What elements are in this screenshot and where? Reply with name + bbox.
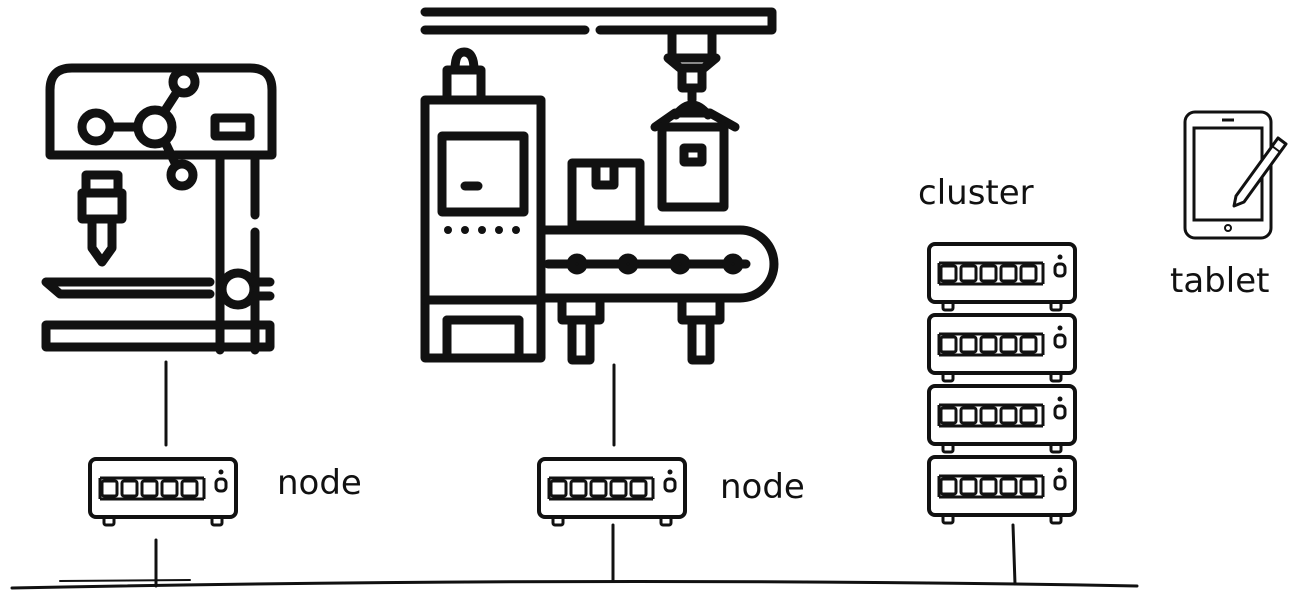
cluster-server-icon <box>929 386 1075 452</box>
server-node-left-icon <box>90 459 236 525</box>
node-left-label: node <box>277 463 362 503</box>
cluster-server-icon <box>929 457 1075 523</box>
conveyor-assembly-line-icon <box>425 12 774 360</box>
drill-press-icon <box>46 68 272 350</box>
servers-group <box>90 244 1075 525</box>
cluster-server-icon <box>929 244 1075 310</box>
tablet-label: tablet <box>1170 261 1269 301</box>
cluster-to-bus-link <box>1013 525 1015 584</box>
server-node-middle-icon <box>539 459 685 525</box>
cluster-server-icon <box>929 315 1075 381</box>
node-middle-label: node <box>720 467 805 507</box>
tablet-with-stylus-icon <box>1185 112 1286 238</box>
cluster-label: cluster <box>918 173 1034 213</box>
network-bus <box>12 580 1137 588</box>
